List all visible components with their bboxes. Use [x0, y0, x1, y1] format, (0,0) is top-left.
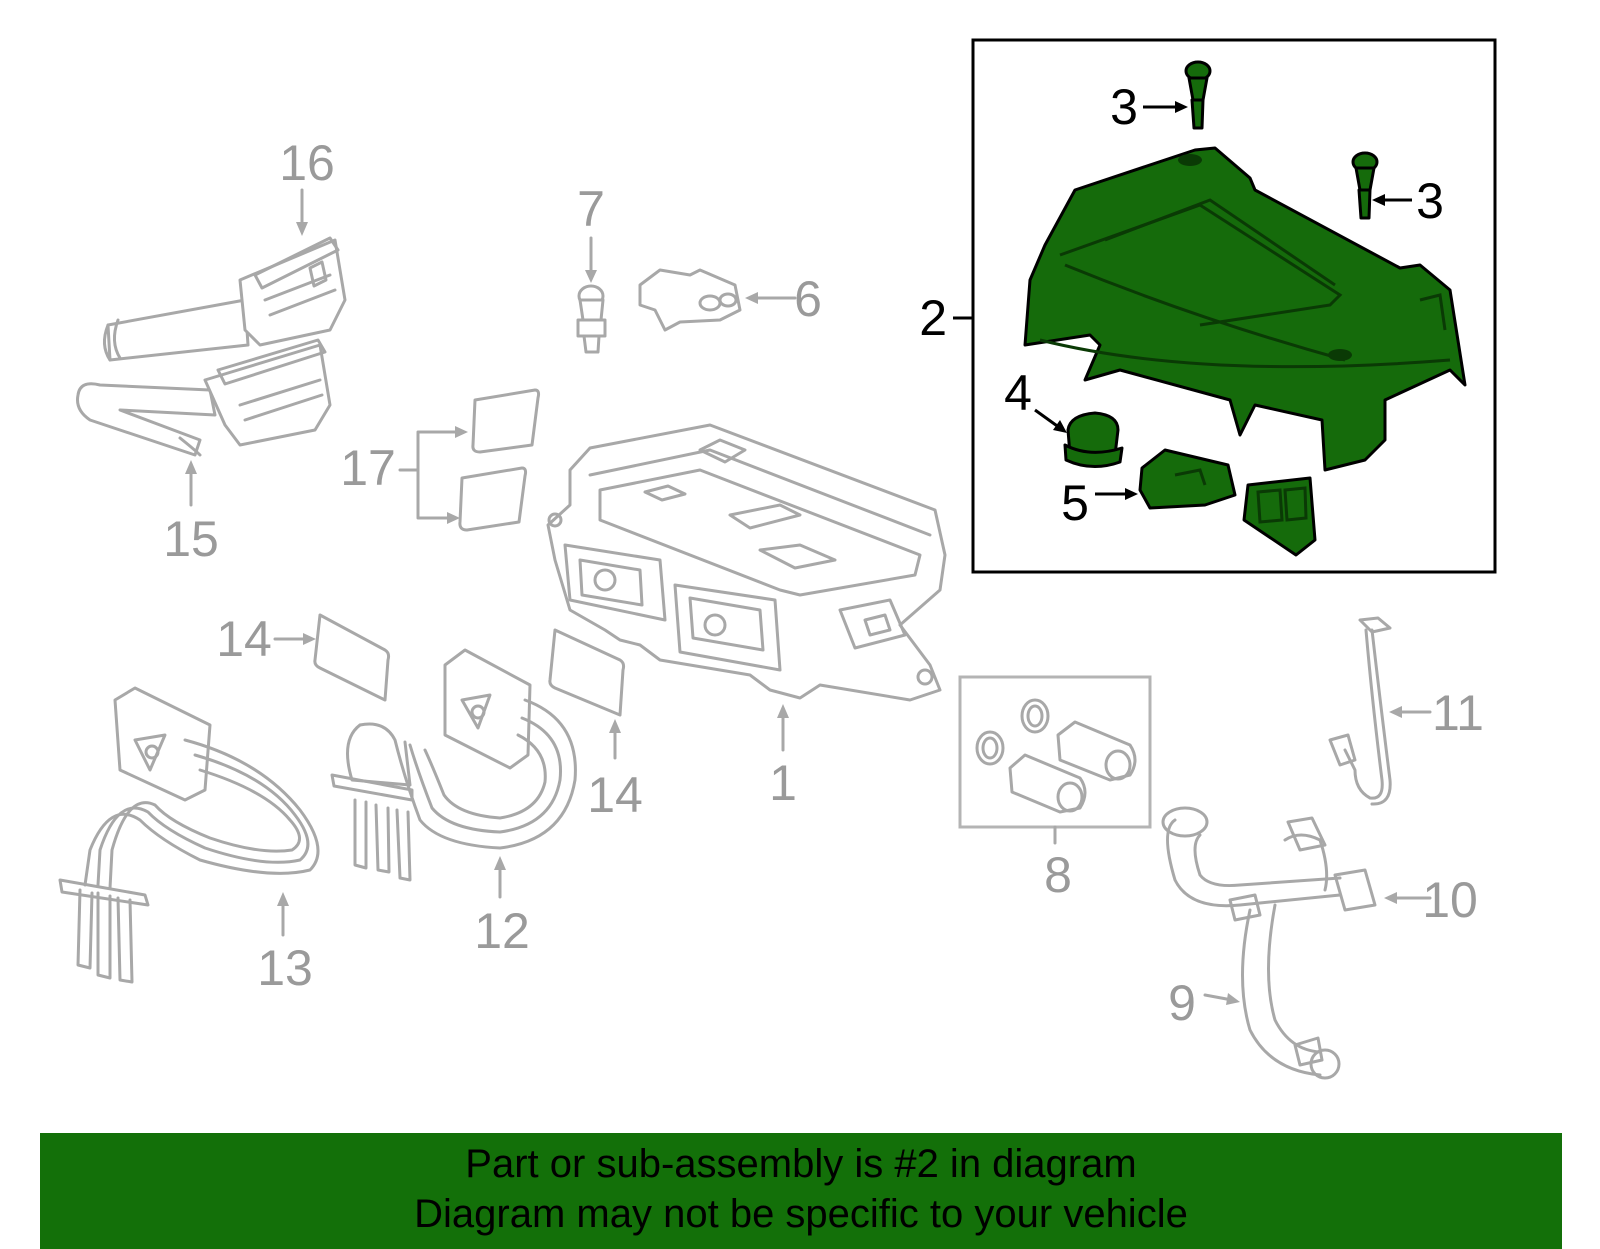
part-4-grommet: [1063, 411, 1124, 468]
callout-11: 11: [1432, 685, 1484, 741]
info-banner: Part or sub-assembly is #2 in diagram Di…: [40, 1133, 1562, 1249]
callout-2: 2: [919, 290, 947, 346]
callout-12: 12: [474, 903, 530, 959]
callout-9: 9: [1168, 975, 1196, 1031]
part-14-gasket-left: [313, 613, 391, 702]
part-2-cover: [1023, 146, 1467, 472]
banner-disclaimer: Diagram may not be specific to your vehi…: [414, 1192, 1188, 1236]
callout-6: 6: [794, 271, 822, 327]
part-12-cable: [330, 648, 577, 882]
part-10-hose: [1161, 806, 1377, 912]
callout-14-left: 14: [216, 611, 272, 667]
part-6-bracket: [638, 268, 742, 332]
callout-1: 1: [769, 755, 797, 811]
part-8-seal-kit: [958, 675, 1152, 829]
part-15-connector: [76, 338, 332, 457]
callout-3-right: 3: [1416, 173, 1444, 229]
leader-4: [1034, 408, 1061, 430]
part-17-gasket-set: [458, 388, 541, 532]
callout-4: 4: [1004, 365, 1032, 421]
callout-5: 5: [1061, 475, 1089, 531]
callout-14-right: 14: [587, 767, 643, 823]
part-14-gasket-right: [548, 628, 626, 717]
part-1-inverter: [546, 423, 947, 702]
part-5-bracket: [1138, 448, 1237, 510]
callout-16: 16: [279, 135, 335, 191]
banner-part-note: Part or sub-assembly is #2 in diagram: [465, 1142, 1137, 1186]
part-cover-plate: [1242, 476, 1317, 557]
callout-10: 10: [1422, 872, 1478, 928]
part-16-connector: [103, 236, 347, 362]
part-7-bolt: [576, 284, 607, 354]
callout-13: 13: [257, 940, 313, 996]
part-9-hose: [1228, 893, 1341, 1080]
callout-3-upper: 3: [1110, 79, 1138, 135]
part-11-sensor: [1328, 616, 1392, 806]
leader-17: [398, 430, 462, 520]
callout-7: 7: [577, 181, 605, 237]
callout-8: 8: [1044, 847, 1072, 903]
part-3-bolt-right: [1351, 151, 1379, 220]
callout-15: 15: [163, 511, 219, 567]
callout-17: 17: [340, 440, 396, 496]
part-3-bolt-upper: [1184, 60, 1212, 130]
part-13-cable: [58, 686, 320, 984]
